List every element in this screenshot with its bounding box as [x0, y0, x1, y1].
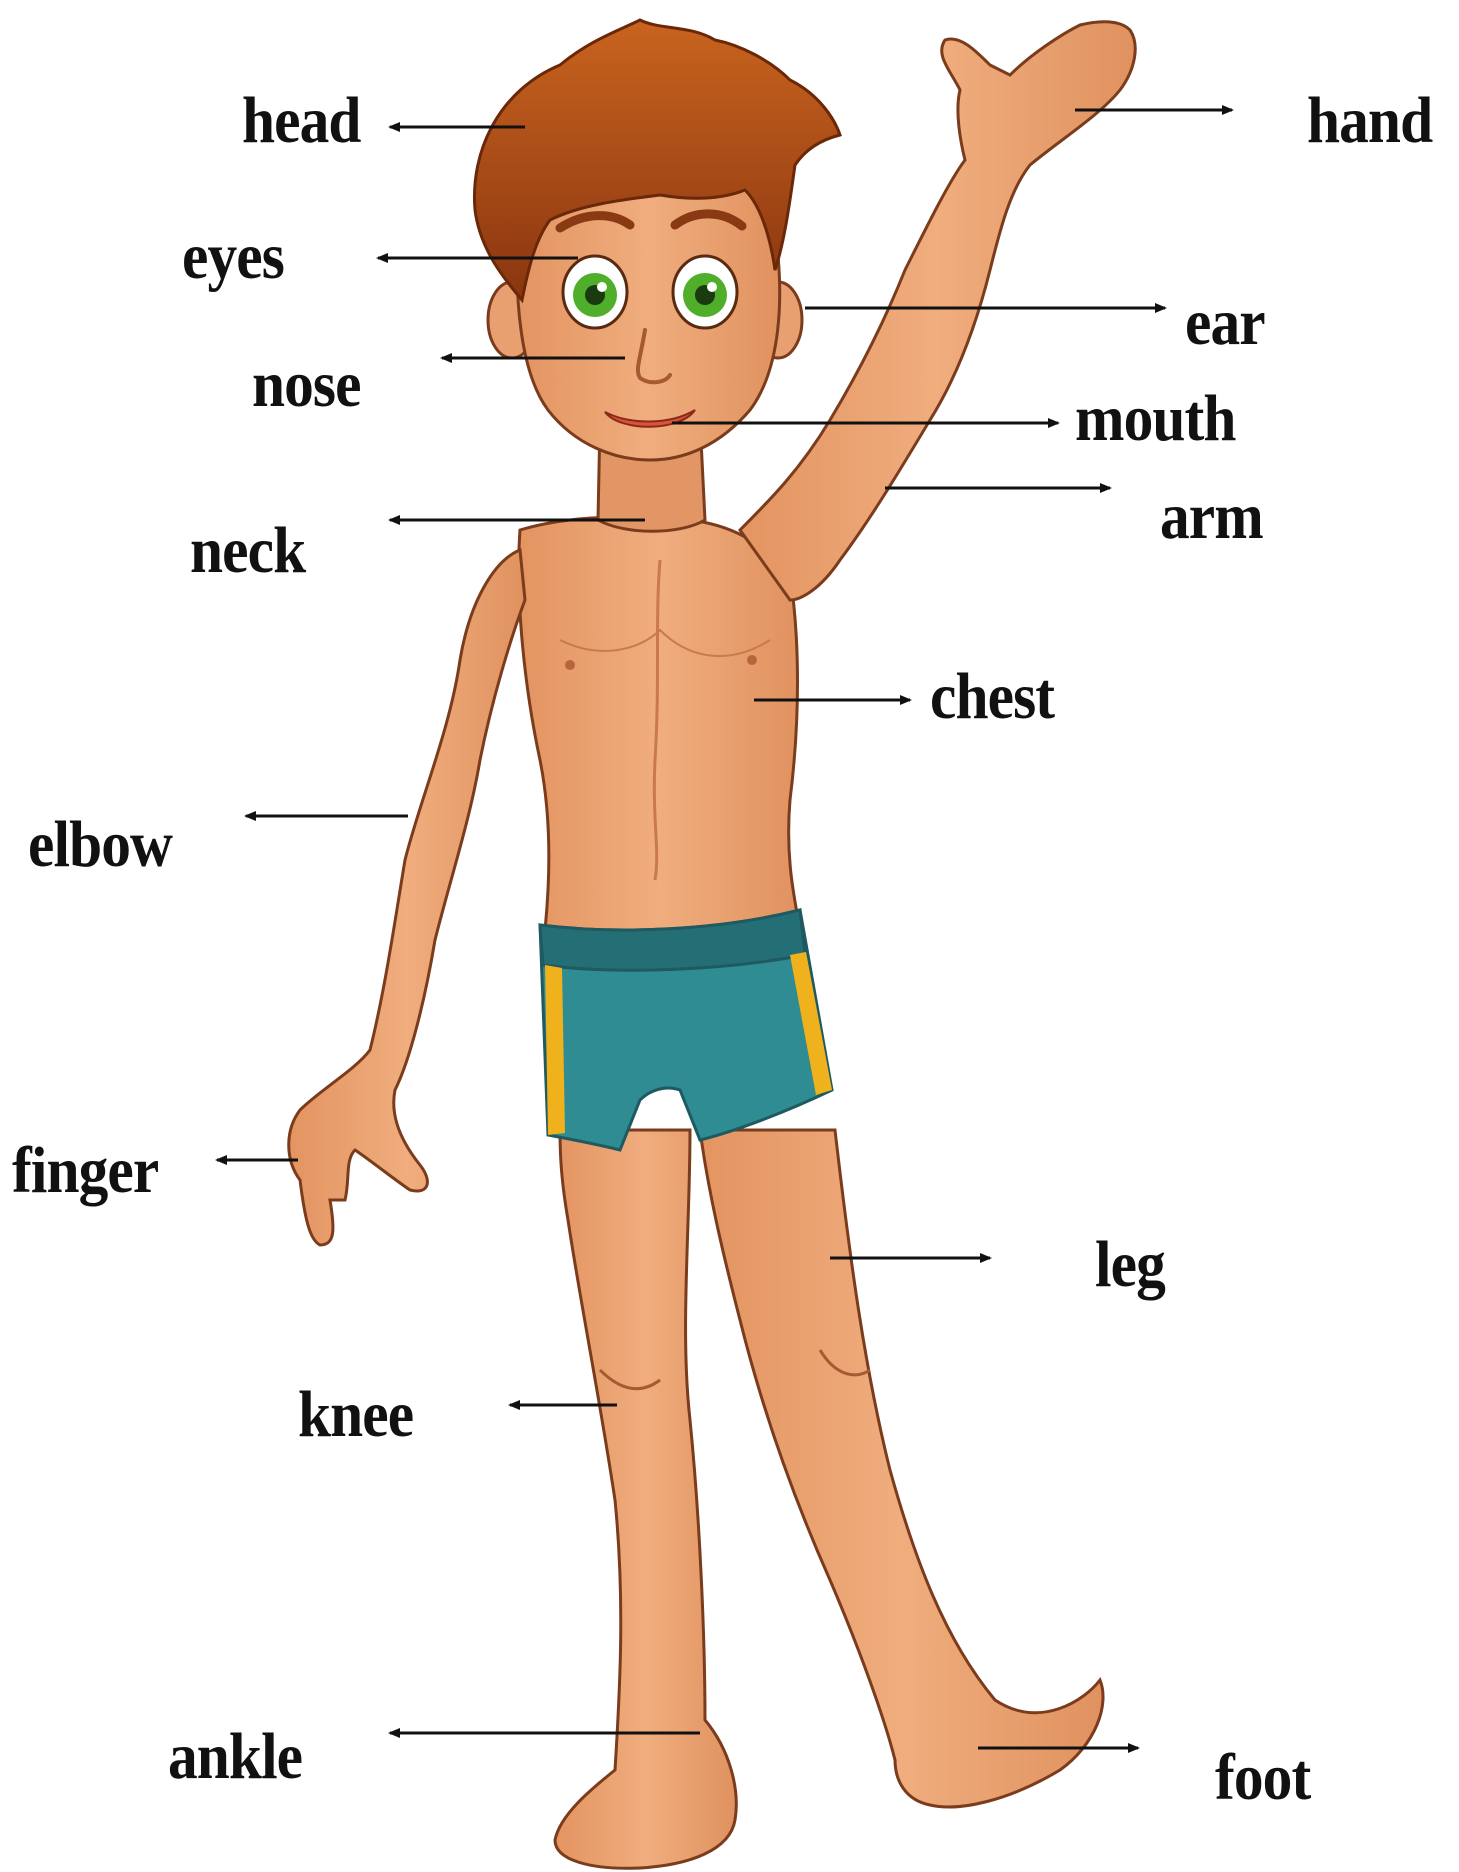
label-hand: hand	[1307, 88, 1432, 154]
label-neck: neck	[190, 518, 305, 584]
label-leg: leg	[1095, 1232, 1165, 1298]
label-knee: knee	[298, 1382, 413, 1448]
label-head: head	[242, 88, 361, 154]
label-arm: arm	[1160, 484, 1263, 550]
label-chest: chest	[930, 664, 1054, 730]
label-ankle: ankle	[168, 1724, 302, 1790]
label-ear: ear	[1185, 290, 1265, 356]
label-mouth: mouth	[1075, 386, 1236, 452]
label-foot: foot	[1215, 1745, 1310, 1811]
label-nose: nose	[252, 352, 361, 418]
label-finger: finger	[12, 1138, 158, 1204]
label-elbow: elbow	[28, 812, 172, 878]
label-eyes: eyes	[182, 224, 284, 290]
